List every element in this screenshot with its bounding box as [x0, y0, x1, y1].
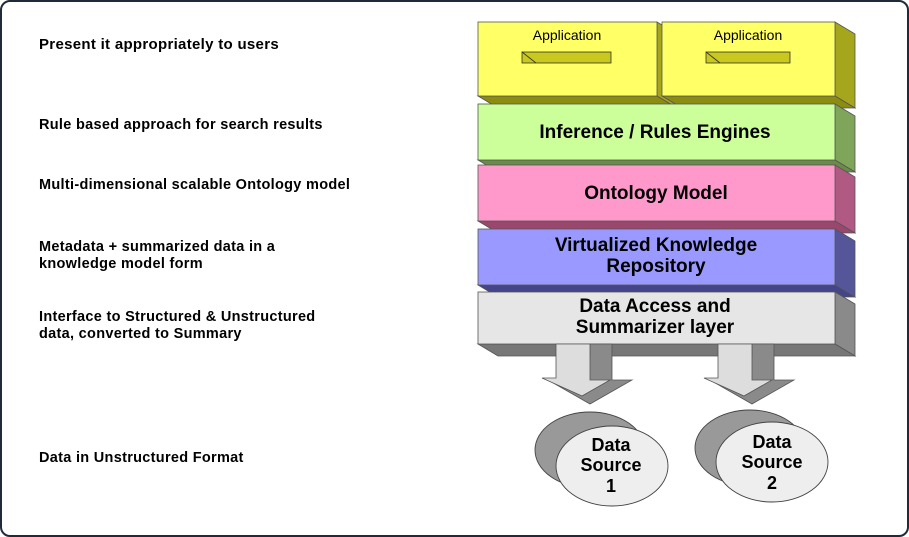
ontology-label: Ontology Model: [584, 183, 728, 204]
repository-label-line2: Repository: [606, 256, 706, 277]
data-source-2-line2: Source: [741, 452, 802, 472]
data-access-label-line1: Data Access and: [579, 296, 730, 317]
arrow-down-2: [703, 343, 796, 405]
data-source-1: Data Source 1: [534, 411, 669, 507]
desc-metadata: Metadata + summarized data in a knowledg…: [39, 239, 275, 273]
data-source-2-line3: 2: [767, 473, 777, 493]
inference-layer: Inference / Rules Engines: [476, 103, 857, 173]
repository-label-line1: Virtualized Knowledge: [555, 235, 757, 256]
desc-interface-line1: Interface to Structured & Unstructured: [39, 309, 316, 325]
application-1-label: Application: [533, 27, 602, 43]
desc-interface: Interface to Structured & Unstructured d…: [39, 309, 315, 343]
desc-interface-line2: data, converted to Summary: [39, 326, 242, 342]
desc-unstructured: Data in Unstructured Format: [39, 450, 244, 466]
application-2-slot: [705, 51, 791, 64]
application-1-slot: [521, 51, 612, 64]
application-block-1: Application: [476, 21, 679, 109]
data-access-face: [477, 291, 836, 345]
arrow-down-1: [541, 343, 634, 405]
desc-metadata-line1: Metadata + summarized data in a: [39, 239, 276, 255]
data-source-2-line1: Data: [752, 432, 792, 452]
ontology-face: [477, 164, 836, 222]
data-source-2-face: [715, 421, 829, 503]
data-source-2: Data Source 2: [694, 409, 829, 503]
ontology-layer: Ontology Model: [476, 164, 857, 234]
desc-present: Present it appropriately to users: [39, 36, 279, 53]
repository-face: [477, 228, 836, 286]
application-2-label: Application: [714, 27, 783, 43]
desc-ontology: Multi-dimensional scalable Ontology mode…: [39, 177, 351, 193]
data-access-label-line2: Summarizer layer: [576, 317, 735, 338]
inference-face: [477, 103, 836, 161]
desc-rules: Rule based approach for search results: [39, 117, 323, 133]
data-access-layer: Data Access and Summarizer layer: [476, 291, 857, 357]
data-source-1-line1: Data: [591, 435, 631, 455]
repository-layer: Virtualized Knowledge Repository: [476, 228, 857, 298]
data-source-1-face: [555, 425, 669, 507]
application-block-2: Application: [660, 21, 857, 109]
data-source-1-line2: Source: [580, 455, 641, 475]
data-source-1-line3: 1: [606, 476, 616, 496]
desc-metadata-line2: knowledge model form: [39, 256, 203, 272]
inference-label: Inference / Rules Engines: [539, 122, 770, 143]
